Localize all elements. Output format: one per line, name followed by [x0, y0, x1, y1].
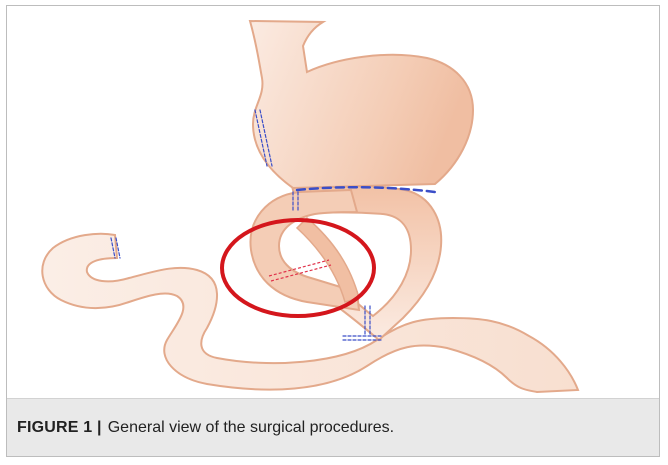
gastric-pouch — [250, 21, 473, 188]
figure-frame: FIGURE 1 | General view of the surgical … — [6, 5, 660, 457]
small-bowel-loop — [42, 234, 578, 392]
figure-label: FIGURE 1 | — [17, 419, 102, 437]
caption-text: General view of the surgical procedures. — [108, 419, 394, 437]
figure-caption: FIGURE 1 | General view of the surgical … — [7, 398, 659, 456]
surgical-procedure-illustration — [7, 6, 659, 406]
